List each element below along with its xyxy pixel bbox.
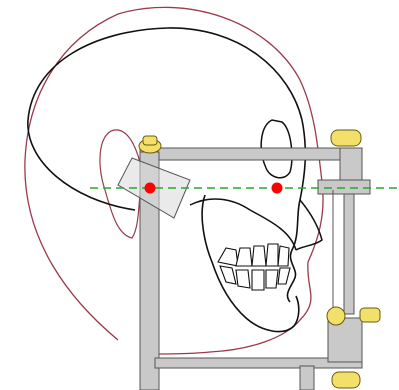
knob-top-right: [331, 130, 361, 146]
knob-top-left-cap: [143, 136, 157, 145]
frame-bottom-post: [300, 366, 314, 390]
knob-chin-rest-stem: [360, 308, 380, 322]
frame-right-post-lower: [344, 194, 354, 314]
teeth: [218, 244, 290, 290]
nasion-rod: [318, 180, 370, 194]
porion-point: [145, 183, 156, 194]
orbitale-point: [272, 183, 283, 194]
knob-bottom-right: [332, 372, 360, 388]
frame-top-bar: [140, 148, 362, 160]
knob-chin-rest: [327, 307, 345, 325]
nasal-outline: [296, 200, 322, 250]
